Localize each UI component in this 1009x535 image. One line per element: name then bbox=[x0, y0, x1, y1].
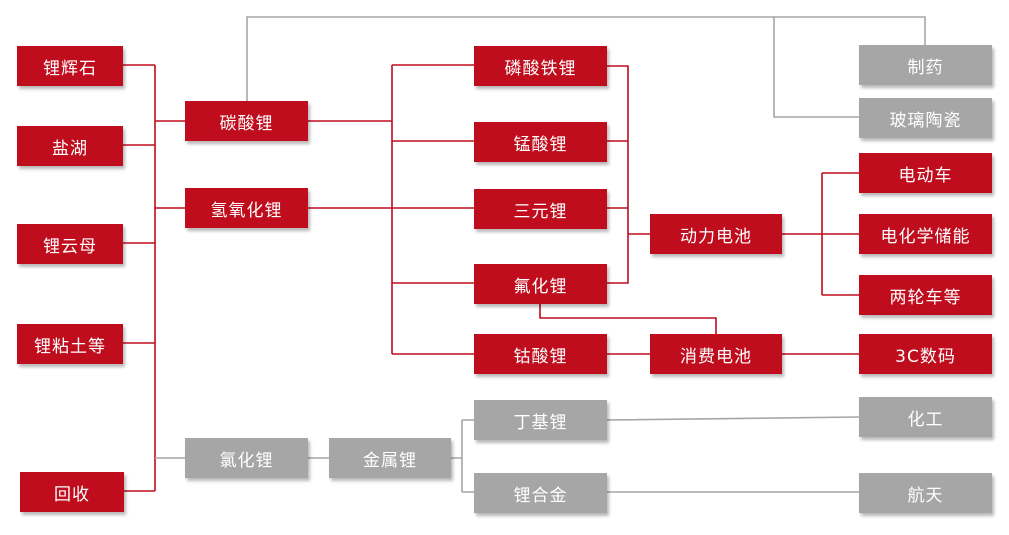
app-glass-ceramics: 玻璃陶瓷 bbox=[859, 98, 992, 138]
lithium-fluoride-node: 氟化锂 bbox=[474, 264, 607, 304]
power-battery-to-application-connectors bbox=[782, 172, 859, 296]
lmo-node: 锰酸锂 bbox=[474, 122, 607, 162]
lfp-node: 磷酸铁锂 bbox=[474, 46, 607, 86]
source-salt-lake: 盐湖 bbox=[17, 126, 123, 166]
carbonate-to-pharma-glass-connectors bbox=[246, 16, 926, 118]
consumer-battery-connectors bbox=[539, 304, 717, 355]
source-recycling: 回收 bbox=[20, 472, 124, 512]
app-aerospace: 航天 bbox=[859, 473, 992, 513]
compound-to-material-connectors bbox=[308, 64, 474, 355]
app-pharma: 制药 bbox=[859, 45, 992, 85]
source-lepidolite: 锂云母 bbox=[17, 224, 123, 264]
butyllithium-node: 丁基锂 bbox=[474, 400, 607, 440]
material-to-power-battery-connectors bbox=[607, 65, 650, 284]
metal-lithium-connectors bbox=[308, 416, 860, 493]
sources-connectors bbox=[123, 64, 185, 492]
lithium-carbonate-node: 碳酸锂 bbox=[185, 101, 308, 141]
source-lithium-clay: 锂粘土等 bbox=[17, 324, 123, 364]
app-electric-vehicle: 电动车 bbox=[859, 153, 992, 193]
power-battery-node: 动力电池 bbox=[650, 214, 782, 254]
lithium-alloy-node: 锂合金 bbox=[474, 473, 607, 513]
app-two-wheeler: 两轮车等 bbox=[859, 275, 992, 315]
app-energy-storage: 电化学储能 bbox=[859, 214, 992, 254]
app-chemical: 化工 bbox=[859, 397, 992, 437]
lithium-chloride-node: 氯化锂 bbox=[185, 438, 308, 478]
lithium-hydroxide-node: 氢氧化锂 bbox=[185, 188, 308, 228]
lco-node: 钴酸锂 bbox=[474, 334, 607, 374]
ternary-lithium-node: 三元锂 bbox=[474, 189, 607, 229]
app-3c-digital: 3C数码 bbox=[859, 334, 992, 374]
lithium-metal-node: 金属锂 bbox=[329, 438, 451, 478]
consumer-battery-node: 消费电池 bbox=[650, 334, 782, 374]
source-spodumene: 锂辉石 bbox=[17, 46, 123, 86]
